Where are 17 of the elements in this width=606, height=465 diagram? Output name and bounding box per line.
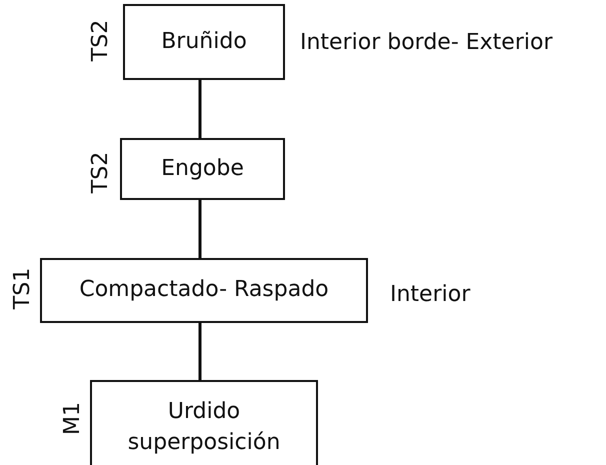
stage-code: TS2: [88, 152, 114, 194]
process-box: [90, 380, 318, 465]
connector-line: [198, 200, 202, 258]
stage-code: TS2: [88, 20, 114, 62]
side-note: Interior: [390, 282, 470, 307]
box-label: Bruñido: [161, 28, 247, 56]
side-note: Interior borde- Exterior: [300, 30, 553, 55]
connector-line: [198, 323, 202, 380]
process-box: [40, 258, 368, 323]
connector-line: [198, 80, 202, 138]
process-box: [120, 138, 285, 200]
stage-code: M1: [60, 402, 85, 435]
box-label: Compactado- Raspado: [79, 276, 329, 304]
stage-code: TS1: [10, 268, 36, 310]
box-label: Engobe: [161, 154, 244, 183]
box-label: Urdido superposición: [126, 398, 282, 456]
process-box: [123, 4, 285, 80]
